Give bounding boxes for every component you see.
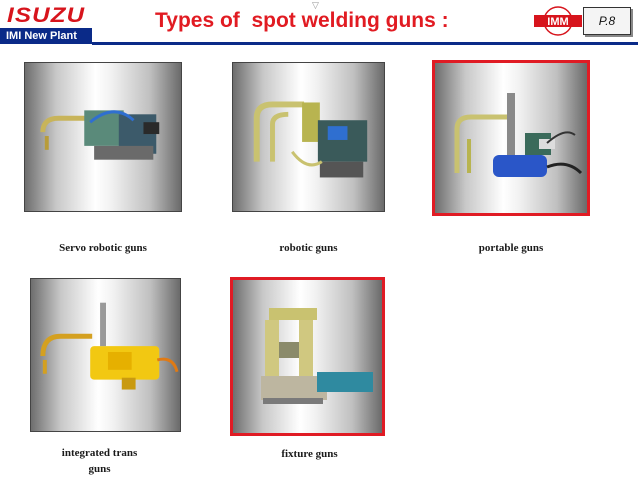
fixture-gun-caption: fixture guns xyxy=(281,448,338,460)
servo-robotic-gun-caption: Servo robotic guns xyxy=(59,242,147,254)
page-title: Types of spot welding guns : xyxy=(155,9,449,32)
plant-label: IMI New Plant xyxy=(0,28,92,44)
svg-text:IMM: IMM xyxy=(547,16,568,28)
isuzu-logo: ISUZU xyxy=(7,4,86,27)
portable-gun-caption: portable guns xyxy=(478,242,544,254)
integrated-trans-gun-caption-line2: guns xyxy=(88,463,111,475)
robotic-gun-photo xyxy=(232,62,385,212)
header-rule xyxy=(92,42,638,45)
portable-gun-photo xyxy=(432,60,590,216)
integrated-trans-gun-caption-line1: integrated trans xyxy=(61,447,138,459)
fixture-gun-photo xyxy=(230,277,385,436)
page-number-box: P.8 xyxy=(583,7,631,35)
integrated-trans-gun-photo xyxy=(30,278,181,432)
top-marker-icon: ▽ xyxy=(312,0,319,10)
robotic-gun-caption: robotic guns xyxy=(279,242,338,254)
imm-logo: IMM xyxy=(534,6,582,36)
servo-robotic-gun-photo xyxy=(24,62,182,212)
